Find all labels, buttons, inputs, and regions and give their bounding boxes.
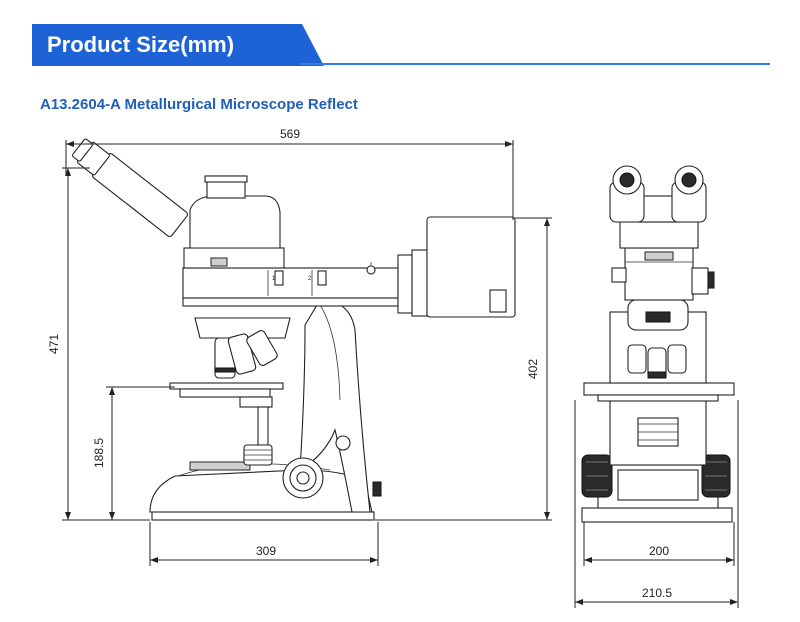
title-banner xyxy=(32,24,324,66)
dim-front-base-width: 210.5 xyxy=(642,586,672,600)
page-title: Product Size(mm) xyxy=(47,32,235,57)
dim-total-width: 569 xyxy=(280,127,300,141)
front-view-dimensions xyxy=(574,400,739,608)
dim-stage-height: 188.5 xyxy=(92,438,106,468)
dim-height-to-arm: 402 xyxy=(526,359,540,379)
dim-total-height: 471 xyxy=(47,334,61,354)
panel-label-2: 2 xyxy=(308,276,312,282)
panel-label-1: 1 xyxy=(272,276,276,282)
dim-front-width: 200 xyxy=(649,544,669,558)
side-view-dimensions xyxy=(62,140,552,566)
side-view-microscope xyxy=(72,138,516,521)
front-view-microscope xyxy=(581,165,735,523)
model-subtitle: A13.2604-A Metallurgical Microscope Refl… xyxy=(40,96,358,113)
dim-base-depth: 309 xyxy=(256,544,276,558)
